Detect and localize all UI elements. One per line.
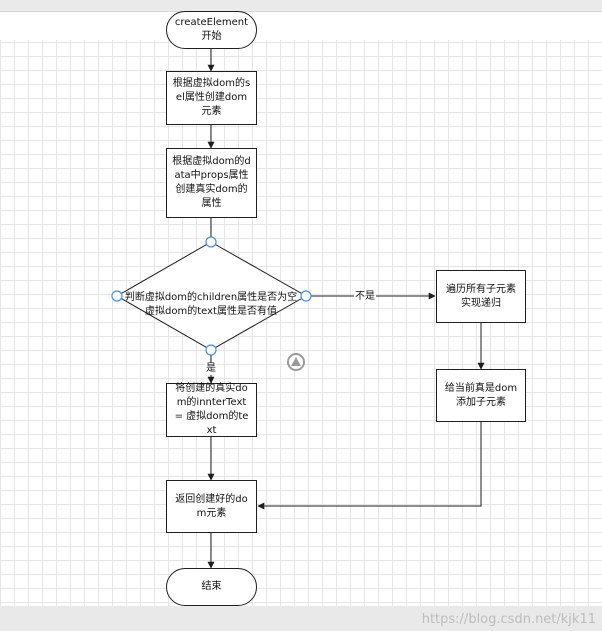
set-inner-text-node[interactable]: 将创建的真实dom的innterText = 虚拟dom的text — [166, 383, 257, 437]
connector-point-right[interactable] — [300, 290, 312, 302]
append-children-node[interactable]: 给当前真是dom添加子元素 — [436, 369, 526, 422]
create-props-node[interactable]: 根据虚拟dom的data中props属性创建真实dom的属性 — [166, 148, 257, 218]
end-node[interactable]: 结束 — [166, 568, 257, 606]
connector-point-top[interactable] — [205, 236, 217, 248]
watermark: https://blog.csdn.net/kjk11 — [421, 612, 596, 627]
edge-label-yes: 是 — [205, 363, 217, 375]
connector-point-left[interactable] — [111, 290, 123, 302]
edge-append-to-return — [257, 422, 482, 510]
decision-label: 判断虚拟dom的children属性是否为空虚拟dom的text属性是否有值 — [124, 292, 298, 317]
top-toolbar — [0, 0, 602, 40]
edge-label-no: 不是 — [354, 291, 376, 303]
connector-point-bottom[interactable] — [205, 344, 217, 356]
recurse-children-node[interactable]: 遍历所有子元素实现递归 — [436, 270, 526, 323]
create-by-sel-node[interactable]: 根据虚拟dom的sel属性创建dom元素 — [166, 71, 257, 125]
bottom-bar — [0, 606, 602, 631]
return-dom-node[interactable]: 返回创建好的dom元素 — [166, 480, 257, 533]
top-strip — [0, 0, 602, 12]
up-triangle-circle-icon[interactable] — [287, 353, 305, 371]
start-node[interactable]: createElement开始 — [166, 11, 257, 49]
